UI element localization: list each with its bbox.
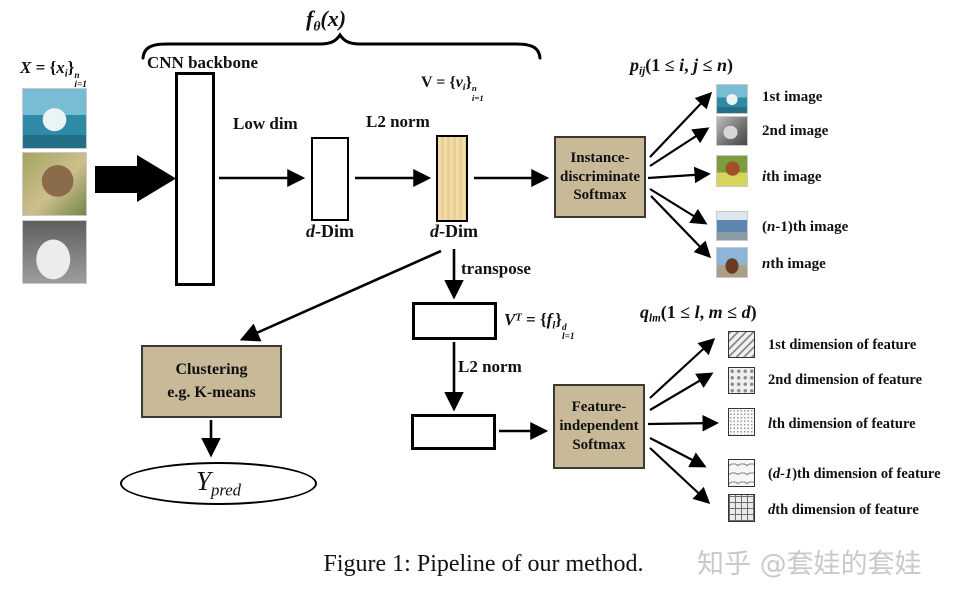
result-label-ith-image: ith image [762, 169, 822, 185]
low-dim-label: Low dim [233, 114, 298, 133]
input-image-dog [22, 220, 87, 284]
l2-norm-label-2: L2 norm [458, 357, 522, 376]
d-dim-label-right: d-Dim [430, 221, 478, 241]
result-image-horse [716, 247, 748, 278]
pattern-diagonal-stripes [728, 331, 755, 358]
normalized-feature-box [411, 414, 496, 450]
feature-softmax-line2: independent [559, 418, 639, 435]
y-pred-label: Ypred [195, 466, 242, 500]
instance-softmax-line1: Instance- [570, 149, 630, 166]
feature-label-2nd: 2nd dimension of feature [768, 372, 923, 388]
instance-softmax-line2: discriminate [560, 168, 640, 185]
l2-norm-label-1: L2 norm [366, 112, 430, 131]
input-image-squirrel [22, 152, 87, 216]
clustering-line1: Clustering [175, 361, 248, 379]
instance-softmax-box: Instance- discriminate Softmax [554, 136, 646, 218]
input-arrow [95, 155, 176, 202]
result-image-bird [716, 155, 748, 187]
result-label-1st-image: 1st image [762, 89, 823, 105]
result-label-n-1th-image: (n-1)th image [762, 219, 849, 235]
f-theta-label: fθ(x) [306, 6, 347, 34]
clustering-line2: e.g. K-means [167, 383, 256, 401]
overbrace [141, 32, 542, 60]
d-dim-label-left: d-Dim [306, 221, 354, 241]
pattern-grid [728, 494, 755, 522]
feature-label-lth: lth dimension of feature [768, 416, 916, 432]
vt-matrix-box [412, 302, 497, 340]
result-image-boat [716, 84, 748, 114]
normalized-vector-box [436, 135, 468, 222]
result-image-gray-animal [716, 116, 748, 146]
instance-softmax-line3: Softmax [573, 187, 627, 204]
arrow-to-clustering [239, 249, 442, 342]
input-image-boat [22, 88, 87, 149]
result-label-nth-image: nth image [762, 256, 826, 272]
qlm-title: qlm(1 ≤ l, m ≤ d) [640, 302, 757, 325]
pattern-fine-dots [728, 408, 755, 436]
watermark: 知乎 @套娃的套娃 [697, 549, 922, 580]
feature-softmax-box: Feature- independent Softmax [553, 384, 645, 469]
figure-caption: Figure 1: Pipeline of our method. [323, 551, 644, 577]
result-label-2nd-image: 2nd image [762, 123, 829, 139]
feature-label-dth: dth dimension of feature [768, 502, 919, 518]
y-pred-ellipse: Ypred [120, 462, 317, 505]
transpose-label: transpose [461, 259, 531, 278]
feature-softmax-line3: Softmax [572, 436, 626, 453]
cnn-backbone-box [175, 72, 215, 286]
feature-softmax-line1: Feature- [571, 399, 627, 416]
clustering-box: Clustering e.g. K-means [141, 345, 282, 418]
feature-label-1st: 1st dimension of feature [768, 337, 917, 353]
d-dim-vector-box [311, 137, 349, 221]
pattern-scales [728, 459, 755, 487]
pattern-dots [728, 367, 755, 394]
feature-label-d-1th: (d-1)th dimension of feature [768, 466, 941, 482]
pij-title: pij(1 ≤ i, j ≤ n) [630, 55, 734, 78]
cnn-backbone-label: CNN backbone [147, 53, 258, 72]
result-image-car [716, 211, 748, 241]
